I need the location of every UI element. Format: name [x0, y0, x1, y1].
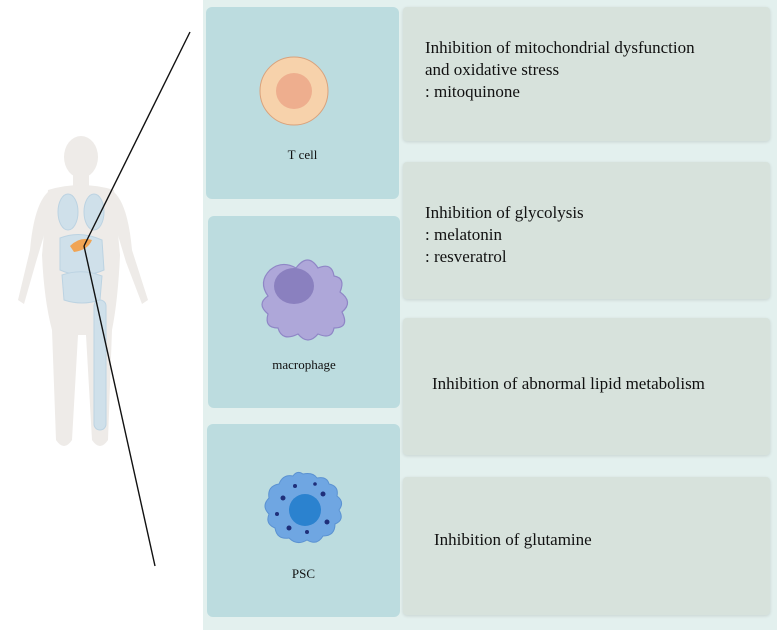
- macrophage-icon: [261, 259, 349, 341]
- mechanism-box-mitochondrial: Inhibition of mitochondrial dysfunction …: [403, 7, 770, 141]
- mechanism-text-glycolysis: Inhibition of glycolysis : melatonin : r…: [425, 203, 584, 266]
- cell-label-macrophage: macrophage: [272, 357, 336, 372]
- cell-box-t-cell: T cell: [206, 7, 399, 199]
- mechanism-text-lipid: Inhibition of abnormal lipid metabolism: [432, 374, 705, 393]
- cell-label-psc: PSC: [291, 566, 316, 581]
- psc-icon: [264, 471, 343, 544]
- cell-box-macrophage: macrophage: [208, 216, 400, 408]
- connector-line-bottom: [83, 245, 156, 567]
- cell-box-psc: PSC: [207, 424, 400, 617]
- mechanism-text-glutamine: Inhibition of glutamine: [434, 530, 592, 549]
- connector-line-top: [83, 31, 191, 247]
- mechanism-box-lipid: Inhibition of abnormal lipid metabolism: [403, 318, 770, 455]
- cell-label-t-cell: T cell: [287, 147, 318, 162]
- mechanism-text-mitochondrial: Inhibition of mitochondrial dysfunction …: [425, 38, 695, 101]
- mechanism-box-glutamine: Inhibition of glutamine: [403, 477, 770, 615]
- t-cell-icon: [259, 56, 329, 126]
- mechanism-box-glycolysis: Inhibition of glycolysis : melatonin : r…: [403, 162, 770, 299]
